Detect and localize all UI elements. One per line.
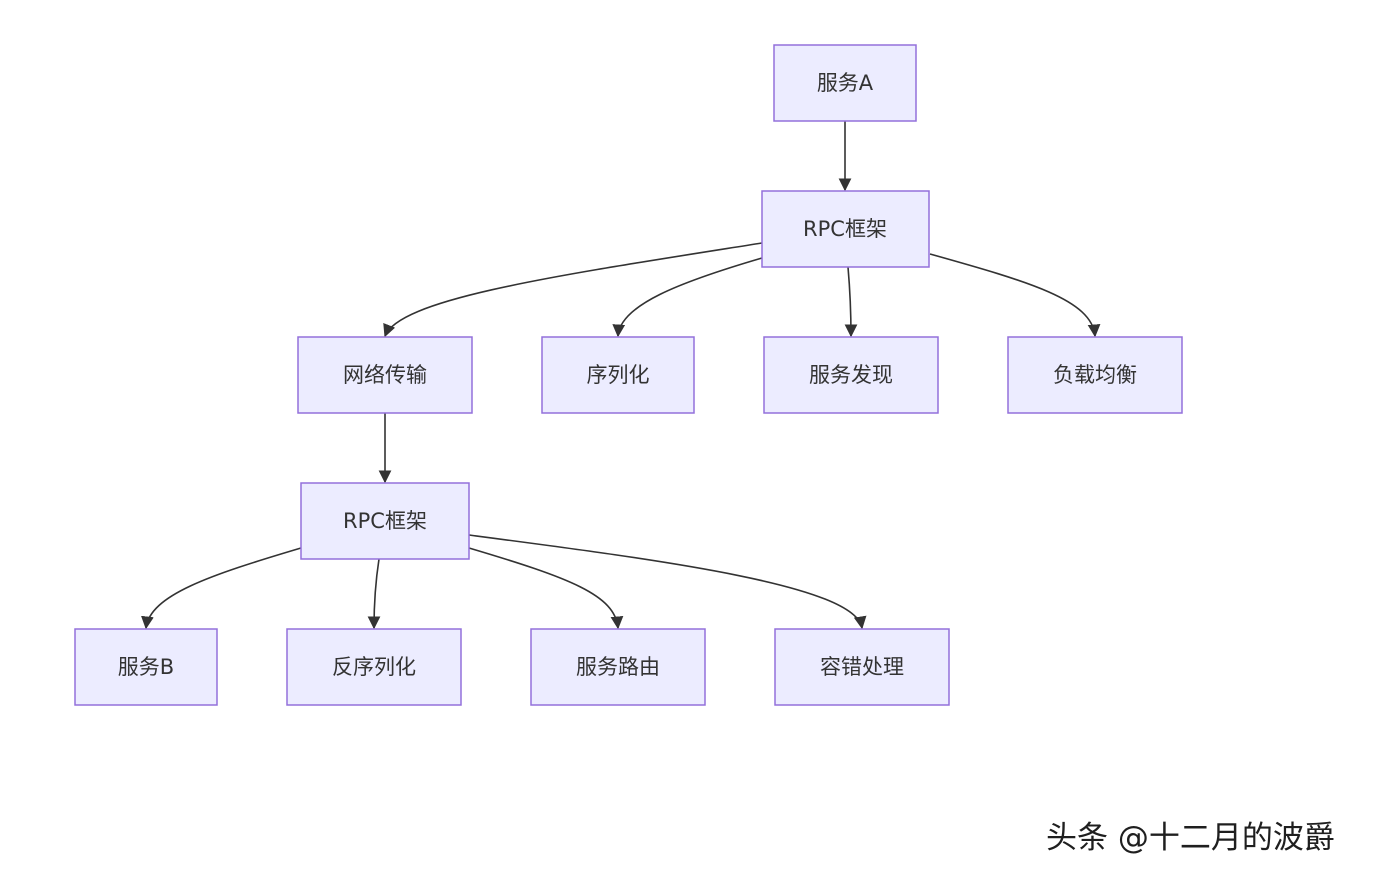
node-service-routing: 服务路由 [530, 628, 706, 706]
edge-rpc1-to-serialize [612, 257, 763, 338]
node-fault-tolerance: 容错处理 [774, 628, 950, 706]
edge-rpc2-to-faulttol [468, 534, 867, 630]
node-rpc-framework-bottom-label: RPC框架 [343, 509, 427, 533]
node-rpc-framework-bottom: RPC框架 [300, 482, 470, 560]
node-deserialization: 反序列化 [286, 628, 462, 706]
edge-rpc1-to-discovery [844, 266, 858, 338]
node-service-a-label: 服务A [817, 71, 874, 95]
node-rpc-framework-top-label: RPC框架 [803, 217, 887, 241]
node-load-balancing-label: 负载均衡 [1053, 363, 1137, 387]
node-serialization: 序列化 [541, 336, 695, 414]
node-service-discovery: 服务发现 [763, 336, 939, 414]
node-service-a: 服务A [773, 44, 917, 122]
node-fault-tolerance-label: 容错处理 [820, 655, 904, 679]
edge-rpc2-to-routing [468, 547, 624, 630]
node-service-discovery-label: 服务发现 [809, 363, 893, 387]
edge-rpc2-to-serviceb [141, 547, 302, 630]
edge-rpc1-to-network [383, 242, 763, 338]
node-deserialization-label: 反序列化 [332, 655, 416, 679]
node-load-balancing: 负载均衡 [1007, 336, 1183, 414]
node-service-b-label: 服务B [118, 655, 174, 679]
node-service-b: 服务B [74, 628, 218, 706]
watermark-toutiao: 头条 @十二月的波爵 [1046, 820, 1335, 856]
node-serialization-label: 序列化 [587, 363, 650, 387]
node-service-routing-label: 服务路由 [576, 655, 660, 679]
edge-rpc2-to-deserialize [367, 558, 381, 630]
node-network-transport-label: 网络传输 [343, 363, 427, 387]
node-network-transport: 网络传输 [297, 336, 473, 414]
edge-rpc1-to-loadbalance [929, 253, 1101, 338]
node-rpc-framework-top: RPC框架 [761, 190, 930, 268]
